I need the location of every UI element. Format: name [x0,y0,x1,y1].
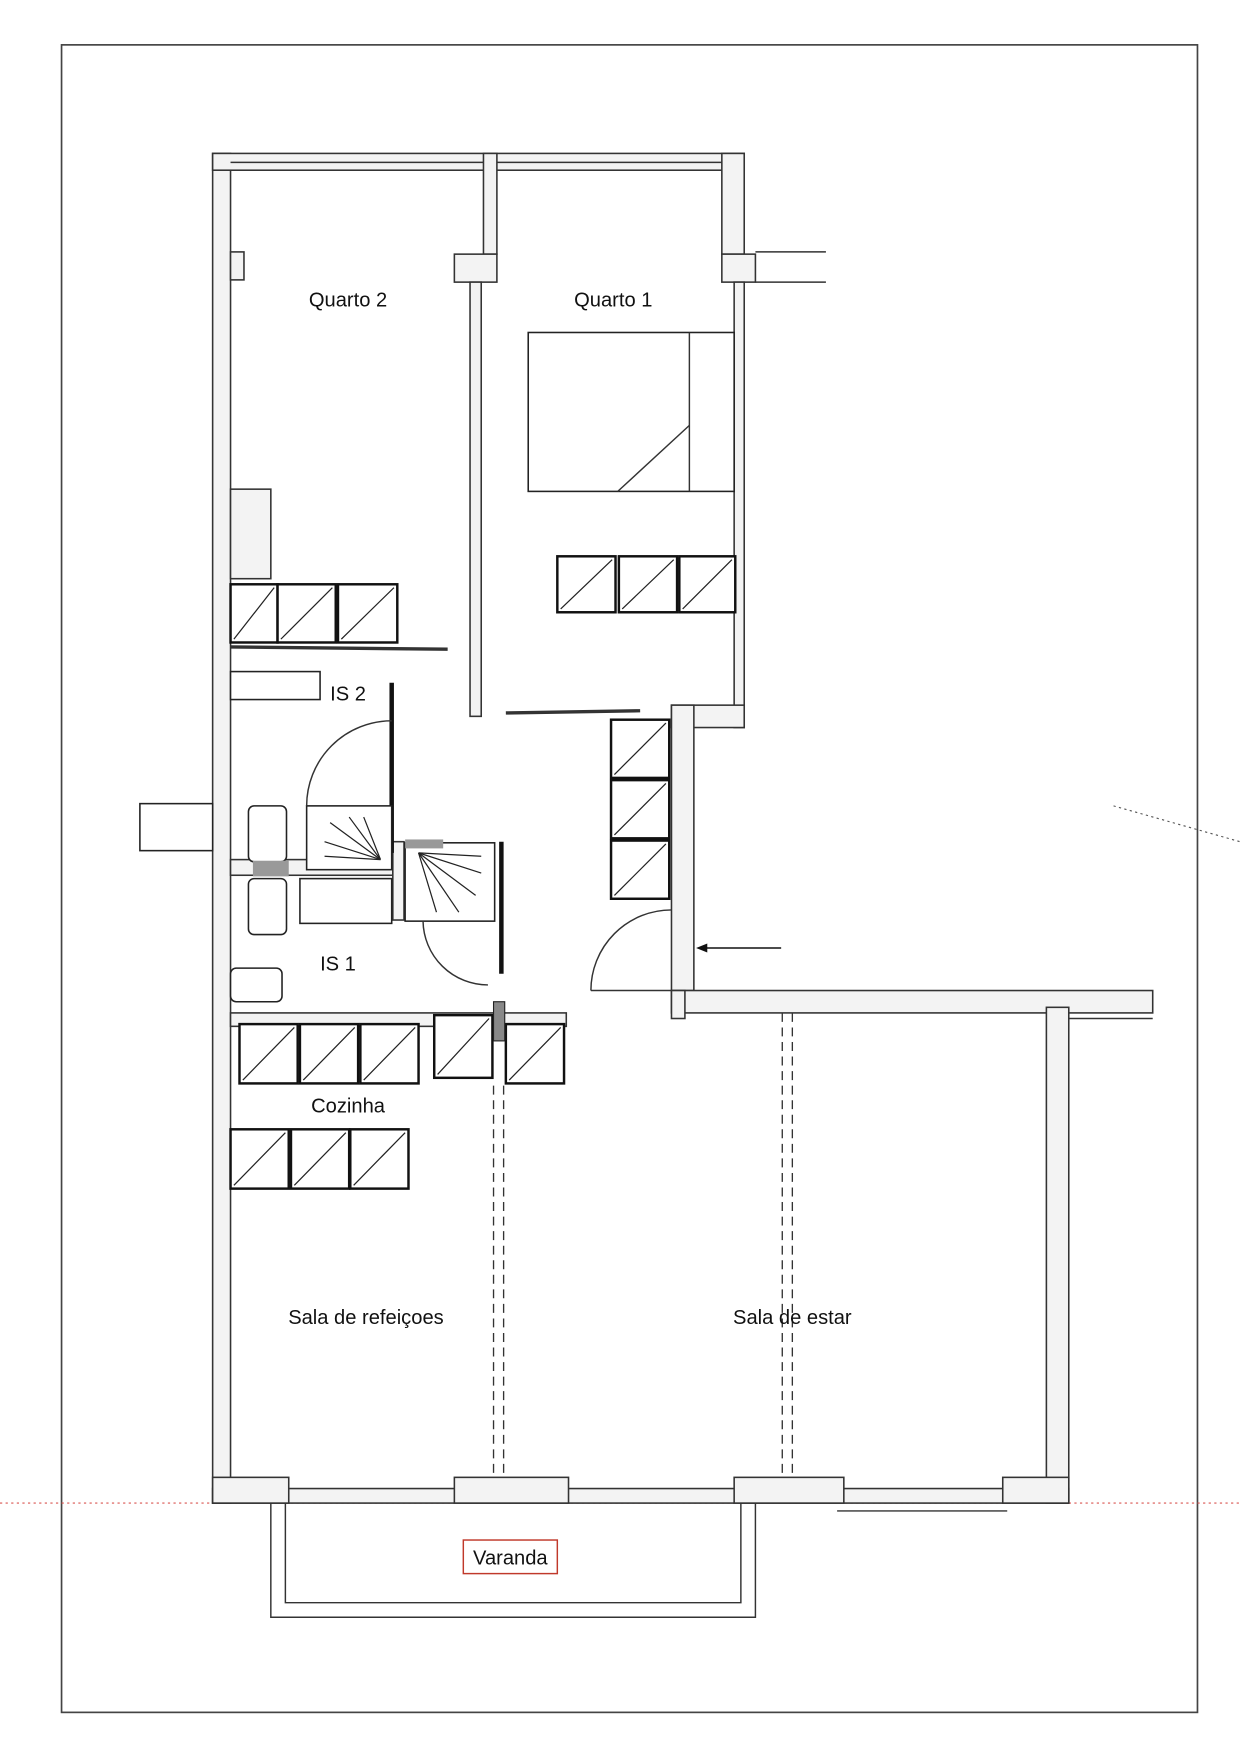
external-stub [139,802,214,852]
cabinet-unit [504,1022,566,1085]
reference-line-diagonal [1113,805,1240,843]
room-label-varanda: Varanda [473,1548,548,1570]
cabinet-unit [238,1022,299,1085]
cabinet-unit [229,1128,290,1190]
page-frame [60,44,1199,1714]
cabinet-unit [432,1013,494,1080]
walls [211,152,1154,1512]
double-bed [527,331,735,493]
cabinet-unit [678,555,737,614]
cabinet-unit [617,555,679,614]
cabinet-unit [336,583,399,644]
cabinet-unit [556,555,617,614]
cabinet-unit [349,1128,410,1190]
room-label-quarto-2: Quarto 2 [309,290,387,312]
cabinet-unit [298,1022,360,1085]
balcony [270,1503,757,1618]
bathroom-fixtures [229,670,496,1003]
room-label-cozinha: Cozinha [311,1096,386,1118]
room-label-sala-refeicoes: Sala de refeiçoes [288,1307,444,1329]
varanda-label-box [462,1539,559,1575]
cabinet-unit [609,839,671,900]
cabinet-unit [276,583,337,644]
entry-arrow-icon [696,943,782,953]
room-label-quarto-1: Quarto 1 [574,290,652,312]
room-label-sala-estar: Sala de estar [733,1307,852,1329]
beam-lines [492,1012,794,1478]
cabinet-unit [229,583,279,644]
entrance-door[interactable] [590,909,672,991]
cabinet-unit [359,1022,420,1085]
cabinet-unit [609,778,671,840]
room-label-is-2: IS 2 [330,684,366,706]
cabinet-unit [289,1128,351,1190]
room-label-is-1: IS 1 [320,953,356,975]
cabinets [229,555,737,1190]
cabinet-unit [609,718,671,780]
